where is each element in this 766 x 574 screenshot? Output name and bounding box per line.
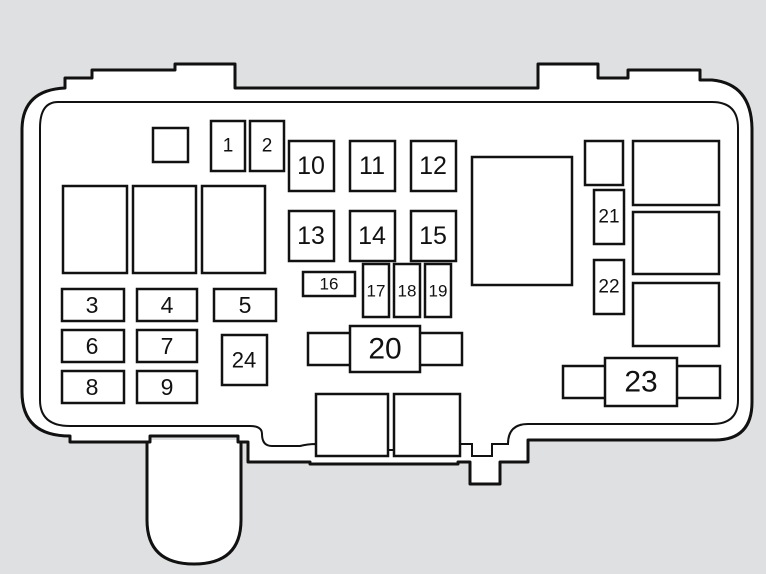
fuse-5: 5 bbox=[239, 292, 252, 318]
fuse-4: 4 bbox=[161, 292, 174, 318]
fuse-box-housing-inner bbox=[39, 101, 739, 457]
connector-tab bbox=[145, 440, 243, 566]
fuse-13-box bbox=[287, 209, 336, 263]
fuse-14-box bbox=[348, 209, 397, 263]
fuse-12: 12 bbox=[419, 152, 447, 180]
fuse-24-box bbox=[220, 333, 269, 387]
connector-slot-right bbox=[392, 392, 462, 458]
fuse-23-box bbox=[603, 356, 679, 408]
fuse-19: 19 bbox=[429, 282, 448, 301]
fuse-15: 15 bbox=[419, 222, 447, 250]
fuse-2: 2 bbox=[262, 136, 273, 157]
fuse-16-box bbox=[301, 270, 357, 298]
fuse-22-box bbox=[592, 258, 626, 316]
fuse-6: 6 bbox=[86, 333, 99, 359]
fuse-3-box bbox=[60, 287, 126, 323]
fuse-20: 20 bbox=[368, 333, 401, 366]
fuse-23-ext-right bbox=[672, 364, 722, 400]
fuse-8-box bbox=[60, 369, 126, 405]
fuse-10: 10 bbox=[297, 152, 325, 180]
fuse-17: 17 bbox=[367, 282, 386, 301]
relay-left-3 bbox=[200, 184, 267, 275]
fuse-19-box bbox=[423, 262, 453, 319]
fuse-1-box bbox=[209, 119, 247, 173]
fuse-20-box bbox=[348, 324, 422, 374]
fuse-11: 11 bbox=[359, 152, 385, 180]
fuse-2-box bbox=[248, 119, 286, 173]
fuse-21: 21 bbox=[598, 207, 619, 228]
fuse-3: 3 bbox=[86, 292, 99, 318]
fuse-18: 18 bbox=[398, 282, 417, 301]
fuse-9-box bbox=[135, 369, 199, 405]
relay-right-2 bbox=[631, 210, 721, 276]
fuse-24: 24 bbox=[232, 348, 256, 373]
fuse-16: 16 bbox=[320, 275, 339, 294]
empty-socket-top-right bbox=[583, 139, 625, 187]
fuse-23: 23 bbox=[624, 366, 657, 399]
fuse-1: 1 bbox=[223, 136, 234, 157]
fuse-18-box bbox=[392, 262, 422, 319]
fuse-13: 13 bbox=[297, 222, 325, 250]
fuse-20-ext-right bbox=[416, 331, 464, 367]
fuse-21-box bbox=[592, 188, 626, 246]
fuse-12-box bbox=[409, 139, 458, 193]
empty-socket-top-left bbox=[151, 126, 190, 164]
fuse-11-box bbox=[348, 139, 397, 193]
fuse-20-ext-left bbox=[306, 331, 354, 367]
fuse-9: 9 bbox=[161, 374, 174, 400]
fuse-7: 7 bbox=[161, 333, 174, 359]
fuse-22: 22 bbox=[598, 277, 619, 298]
fuse-4-box bbox=[135, 287, 199, 323]
relay-right-1 bbox=[631, 139, 721, 207]
fuse-5-box bbox=[212, 287, 278, 323]
fuse-7-box bbox=[135, 328, 199, 364]
fuse-15-box bbox=[409, 209, 458, 263]
fuse-17-box bbox=[361, 262, 391, 319]
relay-center-large bbox=[470, 155, 574, 287]
fuse-8: 8 bbox=[86, 374, 99, 400]
fuse-23-ext-left bbox=[561, 364, 611, 400]
fuse-14: 14 bbox=[358, 222, 386, 250]
fuse-6-box bbox=[60, 328, 126, 364]
relay-left-1 bbox=[61, 184, 129, 275]
fuse-10-box bbox=[287, 139, 336, 193]
relay-right-3 bbox=[631, 281, 721, 348]
relay-left-2 bbox=[131, 184, 198, 275]
connector-slot-left bbox=[314, 392, 390, 458]
